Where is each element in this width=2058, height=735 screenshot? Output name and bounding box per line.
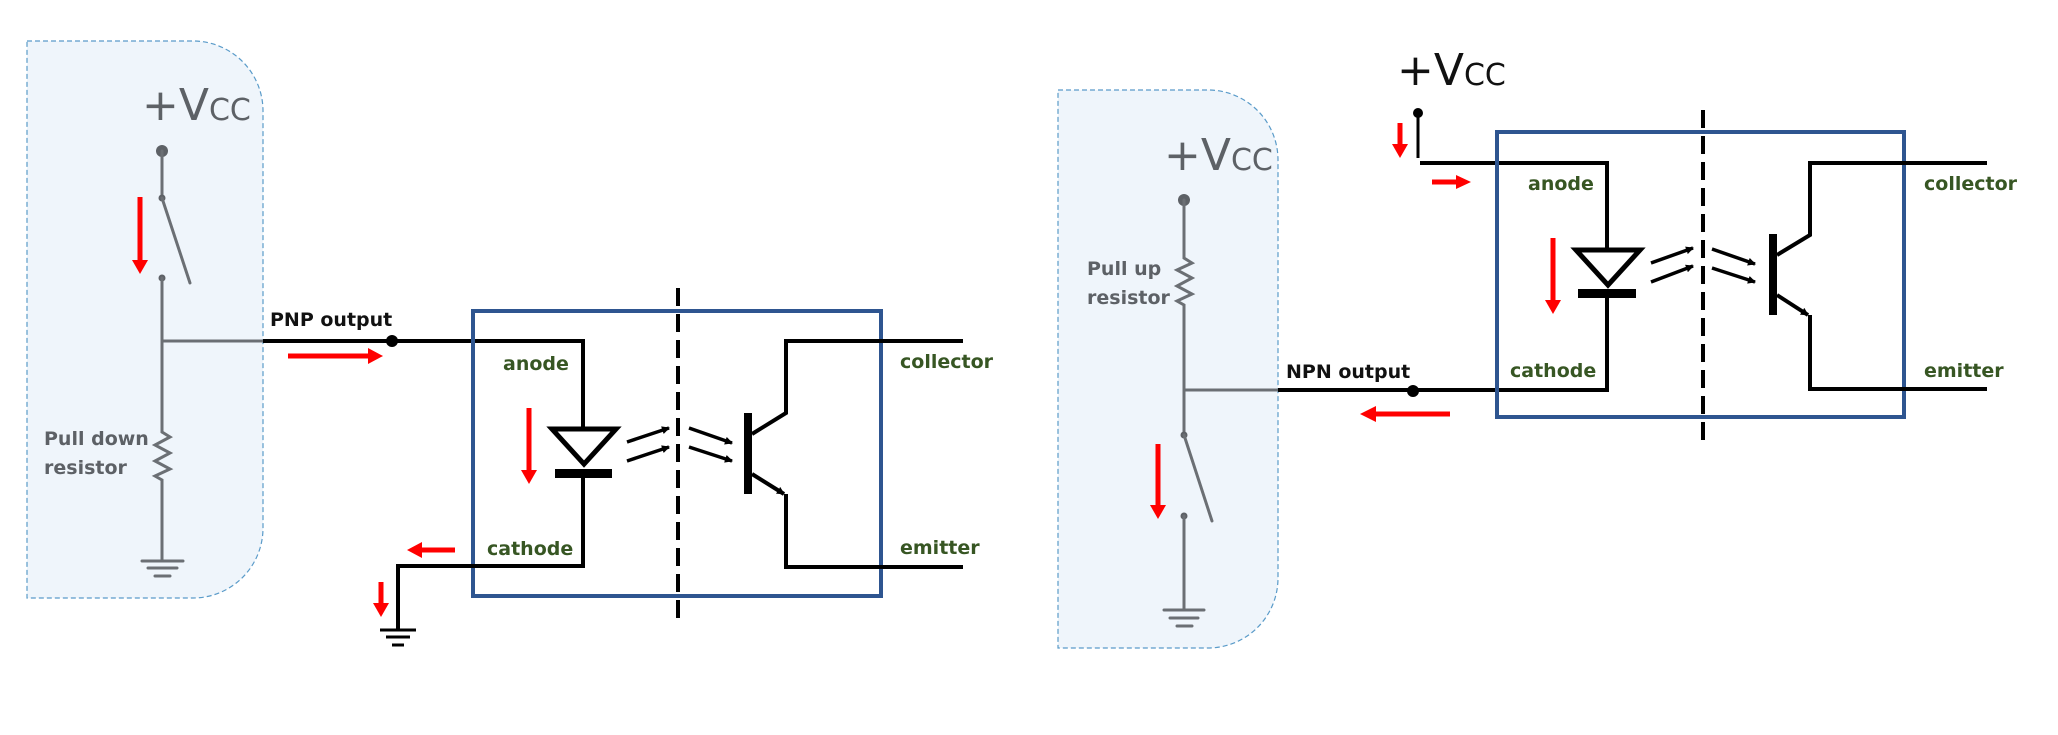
npn-led-icon — [1570, 161, 1646, 392]
npn-output-node — [1407, 385, 1419, 397]
npn-anode-current-arrow — [1432, 175, 1471, 189]
pnp-sensor-switch — [156, 145, 192, 434]
pnp-led-current-arrow — [521, 408, 537, 484]
pull-up-resistor-label: Pull up — [1087, 258, 1161, 280]
pull-down-resistor-label-line2: resistor — [44, 457, 128, 479]
npn-sensor-switch — [1180, 431, 1214, 612]
pnp-ground-current-arrow — [373, 582, 389, 617]
npn-sensor-vcc-label: +VCC — [1164, 130, 1273, 181]
npn-optocoupler-box — [1495, 130, 1906, 419]
npn-collector-label: collector — [1924, 173, 2018, 195]
pnp-output-node — [386, 335, 398, 347]
npn-circuit: +VCC Pull up resistor NPN output — [1057, 45, 2018, 649]
pull-up-resistor-label-line2: resistor — [1087, 287, 1171, 309]
pnp-ground-icon — [380, 564, 416, 647]
npn-emitter-label: emitter — [1924, 360, 2004, 382]
pnp-cathode-current-arrow — [407, 542, 455, 558]
pnp-emitter-label: emitter — [900, 537, 980, 559]
pnp-sensor-vcc-label: +VCC — [142, 80, 251, 131]
npn-sensor-ground-icon — [1162, 608, 1206, 628]
npn-anode-label: anode — [1528, 173, 1594, 195]
npn-light-emission-icon — [1650, 246, 1756, 284]
pnp-anode-label: anode — [503, 353, 569, 375]
pnp-optocoupler-box — [471, 309, 883, 598]
npn-output-label: NPN output — [1286, 361, 1410, 383]
pnp-light-emission-icon — [626, 426, 733, 463]
npn-sensor-panel — [1057, 89, 1279, 649]
pnp-cathode-label: cathode — [487, 538, 573, 560]
pnp-output-current-arrow — [288, 348, 383, 364]
npn-cathode-label: cathode — [1510, 360, 1596, 382]
pnp-collector-label: collector — [900, 351, 994, 373]
npn-switch-current-arrow — [1150, 444, 1166, 519]
npn-external-vcc-label: +VCC — [1397, 45, 1506, 96]
pnp-circuit: +VCC Pull down resistor P — [26, 40, 994, 647]
npn-led-current-arrow — [1545, 238, 1561, 314]
pull-up-resistor-icon — [1173, 198, 1196, 437]
pnp-sensor-ground-icon — [140, 559, 185, 578]
pnp-sensor-panel — [26, 40, 264, 599]
pull-down-resistor-icon — [151, 430, 174, 563]
npn-vcc-current-arrow — [1392, 123, 1408, 158]
pnp-switch-current-arrow — [132, 197, 148, 274]
npn-phototransistor-icon — [1769, 161, 1987, 391]
pnp-led-icon — [546, 339, 622, 568]
pnp-phototransistor-icon — [744, 339, 963, 569]
npn-output-current-arrow — [1360, 406, 1450, 422]
pnp-output-label: PNP output — [270, 309, 392, 331]
pull-down-resistor-label: Pull down — [44, 428, 149, 450]
